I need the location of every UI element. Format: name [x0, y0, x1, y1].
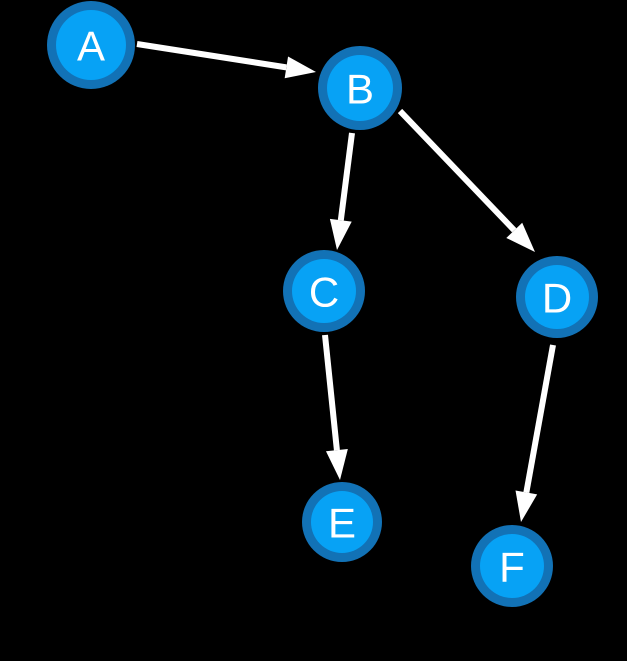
- edge-c-to-e: [322, 334, 348, 480]
- graph-node-d[interactable]: D: [516, 256, 598, 338]
- edge-shaft: [322, 334, 340, 451]
- edge-d-to-f: [515, 344, 556, 522]
- edge-shaft: [337, 132, 355, 221]
- node-core: [480, 534, 544, 598]
- node-core: [311, 491, 373, 553]
- edge-shaft: [136, 41, 287, 71]
- edge-b-to-c: [329, 132, 355, 250]
- node-label: A: [77, 23, 105, 70]
- arrowhead-icon: [506, 222, 535, 252]
- node-label: F: [499, 544, 525, 591]
- edge-layer: [136, 41, 556, 522]
- graph-node-c[interactable]: C: [283, 250, 365, 332]
- graph-node-f[interactable]: F: [471, 525, 553, 607]
- graph-node-a[interactable]: A: [47, 1, 135, 89]
- arrowhead-icon: [515, 490, 538, 522]
- arrowhead-icon: [325, 449, 348, 480]
- graph-node-e[interactable]: E: [302, 482, 382, 562]
- node-layer: A B C D E F: [47, 1, 598, 607]
- edge-a-to-b: [136, 41, 316, 79]
- node-core: [327, 55, 393, 121]
- node-core: [56, 10, 126, 80]
- node-label: C: [309, 269, 339, 316]
- node-core: [525, 265, 589, 329]
- node-label: E: [328, 500, 356, 547]
- arrowhead-icon: [284, 56, 316, 79]
- edge-shaft: [397, 108, 517, 233]
- node-label: B: [346, 66, 374, 113]
- node-core: [292, 259, 356, 323]
- edge-shaft: [523, 344, 556, 494]
- edge-b-to-d: [397, 108, 535, 252]
- node-label: D: [542, 275, 572, 322]
- graph-node-b[interactable]: B: [318, 46, 402, 130]
- arrowhead-icon: [329, 218, 352, 250]
